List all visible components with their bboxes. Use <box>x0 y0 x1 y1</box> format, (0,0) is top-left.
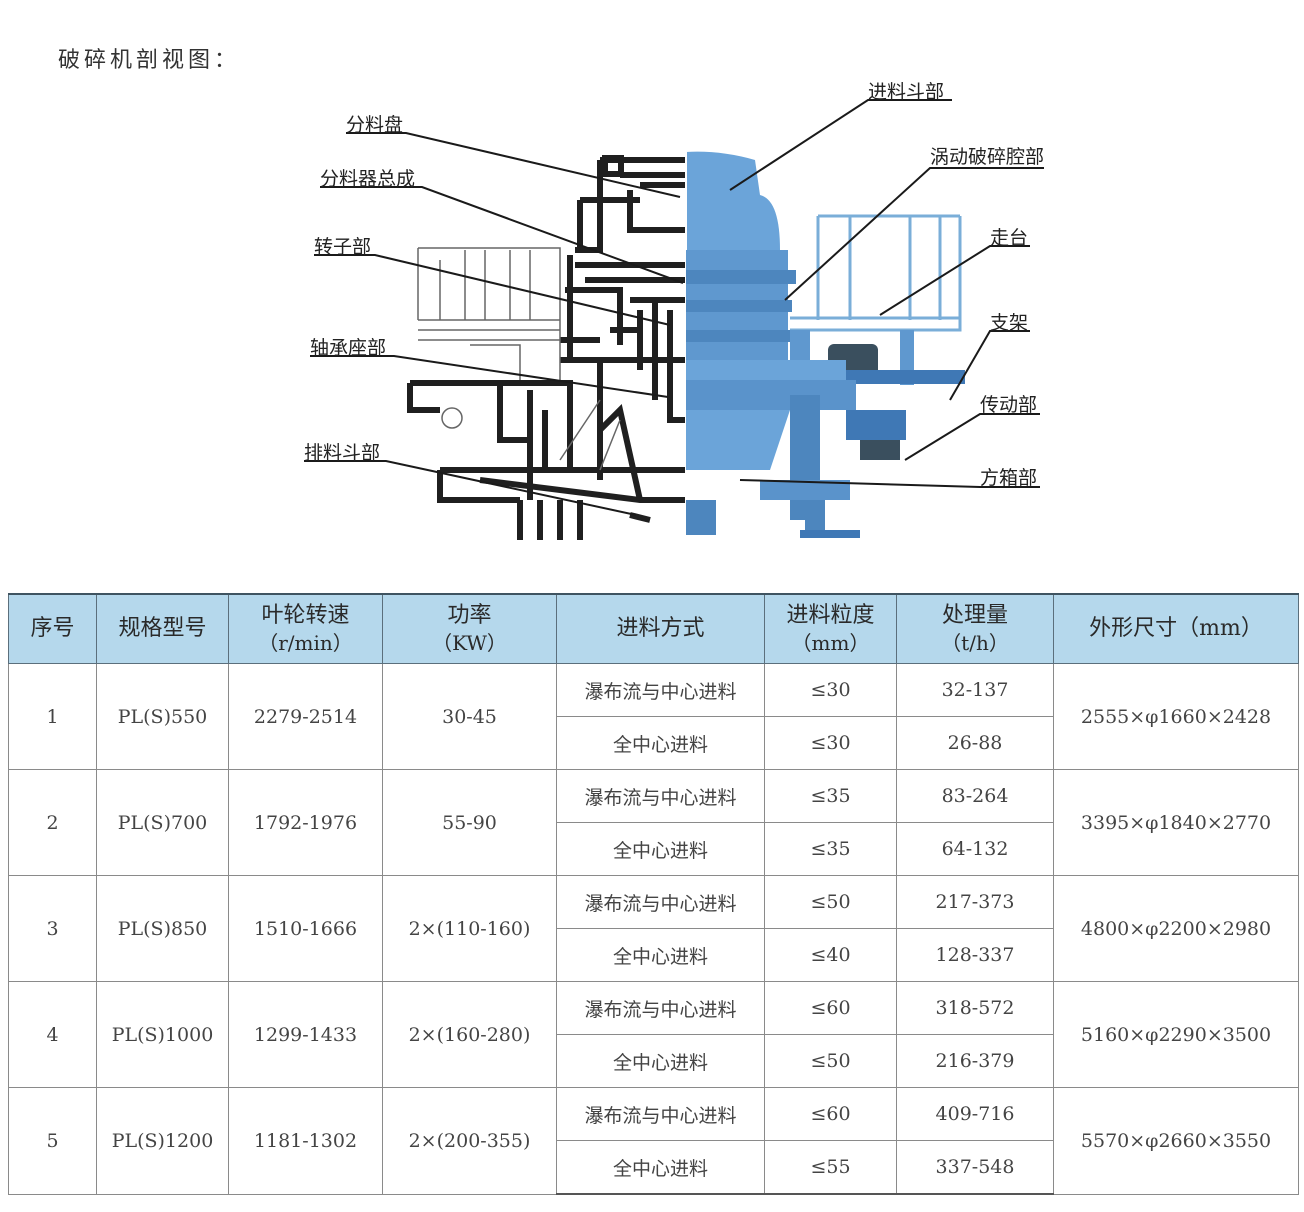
cell-feed-mode: 瀑布流与中心进料 <box>556 875 765 929</box>
cell-no: 1 <box>8 663 97 770</box>
cell-speed: 1510-1666 <box>228 875 383 982</box>
header-speed: 叶轮转速（r/min） <box>228 593 383 664</box>
cell-no: 5 <box>8 1087 97 1195</box>
table-row: 1 PL(S)550 2279-2514 30-45 瀑布流与中心进料 ≤30 … <box>8 663 1299 770</box>
cell-model: PL(S)550 <box>96 663 229 770</box>
cell-dimensions: 2555×φ1660×2428 <box>1053 663 1299 770</box>
cell-no: 3 <box>8 875 97 982</box>
crusher-illustration <box>304 99 1044 540</box>
cell-capacity: 409-716 <box>896 1087 1054 1141</box>
label-vortex-chamber: 涡动破碎腔部 <box>930 146 1045 168</box>
cell-feed-size: ≤50 <box>764 1034 897 1088</box>
label-distributor-assembly: 分料器总成 <box>320 168 416 190</box>
cell-feed-mode: 瀑布流与中心进料 <box>556 663 765 717</box>
cell-feed-mode: 全中心进料 <box>556 1034 765 1088</box>
section-view-drawing <box>407 155 685 540</box>
table-row: 全中心进料 ≤55 337-548 <box>9 1140 1299 1195</box>
cell-feed-size: ≤30 <box>764 716 897 770</box>
cell-power: 2×(200-355) <box>382 1087 557 1195</box>
label-discharge-hopper: 排料斗部 <box>304 442 381 464</box>
label-rotor: 转子部 <box>314 236 372 258</box>
label-feed-hopper: 进料斗部 <box>868 81 945 103</box>
cell-dimensions: 4800×φ2200×2980 <box>1053 875 1299 982</box>
cell-model: PL(S)850 <box>96 875 229 982</box>
cell-feed-size: ≤30 <box>764 663 897 717</box>
cell-no: 2 <box>8 769 97 876</box>
cell-model: PL(S)700 <box>96 769 229 876</box>
cell-speed: 2279-2514 <box>228 663 383 770</box>
cell-feed-mode: 瀑布流与中心进料 <box>556 1087 765 1141</box>
cell-speed: 1181-1302 <box>228 1087 383 1195</box>
label-bearing-seat: 轴承座部 <box>310 337 387 359</box>
cell-feed-size: ≤40 <box>764 928 897 982</box>
cell-speed: 1299-1433 <box>228 981 383 1088</box>
label-platform: 走台 <box>990 227 1029 249</box>
header-no: 序号 <box>8 593 97 664</box>
cell-feed-size: ≤35 <box>764 769 897 823</box>
cell-feed-mode: 全中心进料 <box>556 716 765 770</box>
table-row: 全中心进料 ≤30 26-88 <box>9 716 1299 770</box>
cell-capacity: 217-373 <box>896 875 1054 929</box>
cell-feed-size: ≤50 <box>764 875 897 929</box>
section-view-thin-lines <box>417 247 621 471</box>
cell-dimensions: 5570×φ2660×3550 <box>1053 1087 1299 1195</box>
cell-capacity: 64-132 <box>896 822 1054 876</box>
cell-feed-size: ≤60 <box>764 981 897 1035</box>
cell-capacity: 318-572 <box>896 981 1054 1035</box>
label-distributor-plate: 分料盘 <box>346 114 404 136</box>
label-square-box: 方箱部 <box>980 467 1038 489</box>
cell-feed-size: ≤55 <box>764 1140 897 1195</box>
table-row: 4 PL(S)1000 1299-1433 2×(160-280) 瀑布流与中心… <box>8 981 1299 1088</box>
cell-capacity: 32-137 <box>896 663 1054 717</box>
cell-power: 30-45 <box>382 663 557 770</box>
table-row: 全中心进料 ≤35 64-132 <box>9 822 1299 876</box>
header-power: 功率（KW） <box>382 593 557 664</box>
table-row: 5 PL(S)1200 1181-1302 2×(200-355) 瀑布流与中心… <box>8 1087 1299 1195</box>
table-row: 全中心进料 ≤50 216-379 <box>9 1034 1299 1088</box>
cell-feed-mode: 全中心进料 <box>556 822 765 876</box>
cell-model: PL(S)1200 <box>96 1087 229 1195</box>
table-row: 2 PL(S)700 1792-1976 55-90 瀑布流与中心进料 ≤35 … <box>8 769 1299 876</box>
cell-feed-mode: 瀑布流与中心进料 <box>556 981 765 1035</box>
cell-capacity: 337-548 <box>896 1140 1054 1195</box>
header-model: 规格型号 <box>96 593 229 664</box>
label-drive: 传动部 <box>980 394 1038 416</box>
cell-capacity: 26-88 <box>896 716 1054 770</box>
specifications-table: 序号 规格型号 叶轮转速（r/min） 功率（KW） 进料方式 进料粒度（mm）… <box>8 593 1299 1195</box>
cell-dimensions: 5160×φ2290×3500 <box>1053 981 1299 1088</box>
header-feed-size: 进料粒度（mm） <box>764 593 897 664</box>
machine-colored-view <box>685 151 965 538</box>
cell-power: 2×(160-280) <box>382 981 557 1088</box>
cell-no: 4 <box>8 981 97 1088</box>
leader-lines <box>304 99 1044 516</box>
label-support-frame: 支架 <box>990 312 1029 334</box>
cell-capacity: 128-337 <box>896 928 1054 982</box>
cell-feed-size: ≤35 <box>764 822 897 876</box>
cell-feed-size: ≤60 <box>764 1087 897 1141</box>
cell-dimensions: 3395×φ1840×2770 <box>1053 769 1299 876</box>
section-title: 破碎机剖视图： <box>58 48 241 73</box>
table-header-row: 序号 规格型号 叶轮转速（r/min） 功率（KW） 进料方式 进料粒度（mm）… <box>8 593 1299 664</box>
cell-feed-mode: 瀑布流与中心进料 <box>556 769 765 823</box>
cell-feed-mode: 全中心进料 <box>556 1140 765 1195</box>
cell-model: PL(S)1000 <box>96 981 229 1088</box>
table-row: 3 PL(S)850 1510-1666 2×(110-160) 瀑布流与中心进… <box>8 875 1299 982</box>
cell-capacity: 216-379 <box>896 1034 1054 1088</box>
crusher-cross-section-diagram: 分料盘 分料器总成 转子部 轴承座部 排料斗部 进料斗部 涡动破碎腔部 走台 支… <box>0 70 1304 560</box>
header-feed-mode: 进料方式 <box>556 593 765 664</box>
cell-power: 2×(110-160) <box>382 875 557 982</box>
cell-power: 55-90 <box>382 769 557 876</box>
header-dimensions: 外形尺寸（mm） <box>1053 593 1299 664</box>
header-capacity: 处理量（t/h） <box>896 593 1054 664</box>
cell-speed: 1792-1976 <box>228 769 383 876</box>
cell-capacity: 83-264 <box>896 769 1054 823</box>
cell-feed-mode: 全中心进料 <box>556 928 765 982</box>
